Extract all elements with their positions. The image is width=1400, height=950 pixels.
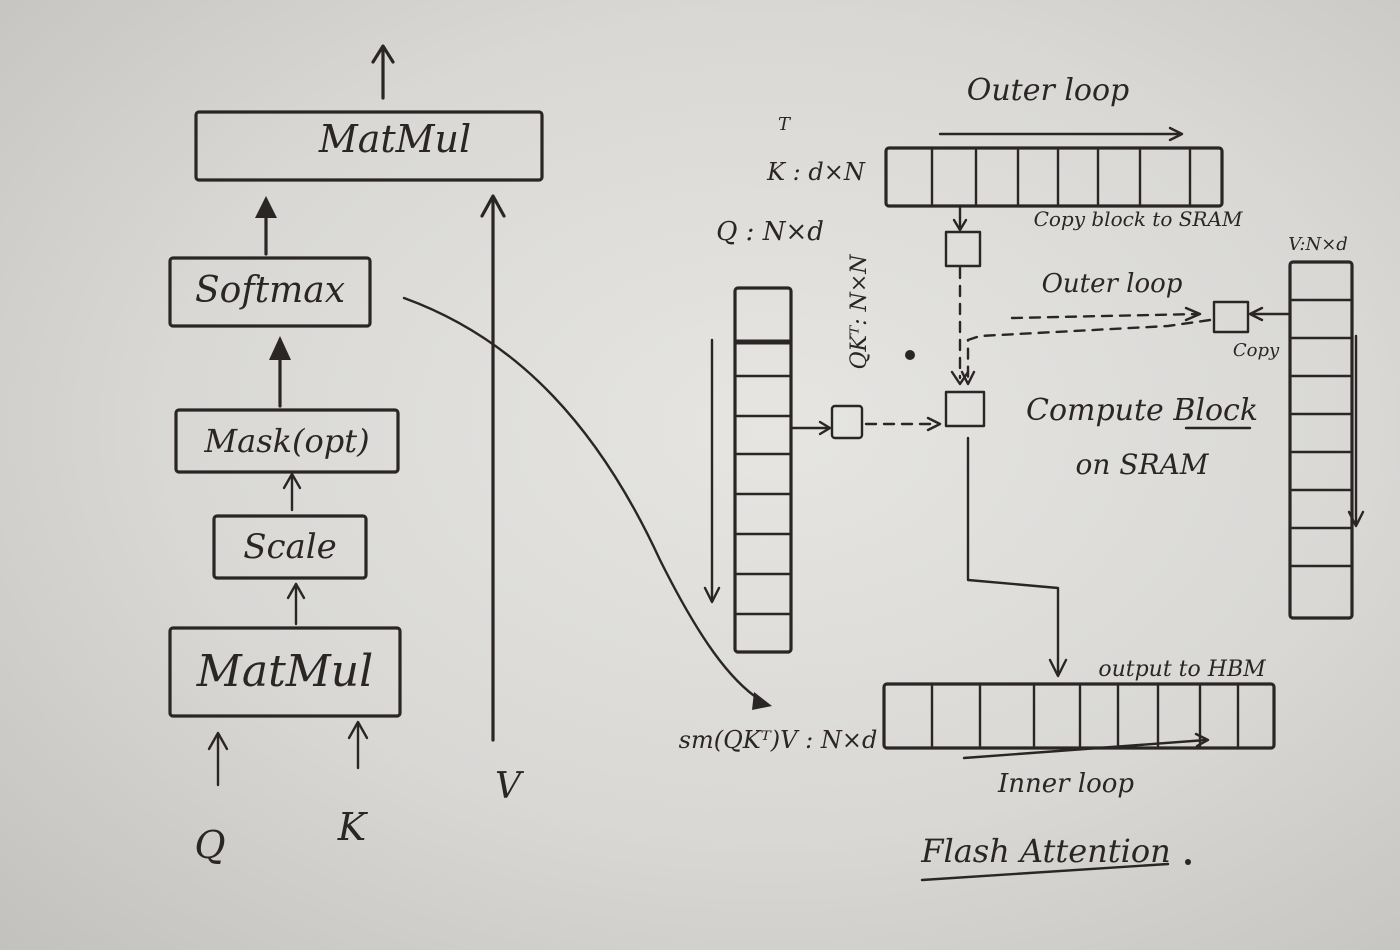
k-transpose-superscript: T: [778, 114, 792, 135]
softmax-to-output-arrow-head: [752, 692, 772, 710]
softmax-to-output-curve: [402, 296, 762, 702]
mask-box: [174, 408, 400, 474]
v-input-arrow-head: [480, 194, 506, 218]
flash-attention-diagram: Outer loop T K : d×N Copy block to SRAM …: [679, 73, 1365, 882]
q-strip: [733, 286, 793, 654]
sm-output-label: sm(QKᵀ)V : N×d: [679, 726, 878, 754]
outer-loop-top-label: Outer loop: [967, 73, 1130, 108]
output-arrow-head: [371, 44, 395, 64]
top-matmul-box: [194, 110, 544, 182]
kt-block: [944, 230, 982, 268]
k-input-label: K: [337, 805, 369, 849]
scale-to-mask-arrow-head: [282, 472, 302, 490]
v-copy-arrow-head: [1248, 306, 1264, 322]
scale-box: [212, 514, 368, 580]
kt-copy-arrow-head: [952, 218, 968, 232]
q-block: [830, 404, 864, 440]
k-transpose-cells: [930, 148, 1192, 206]
k-transpose-label: K : d×N: [766, 158, 866, 186]
compute-to-output-path: [966, 436, 1060, 674]
qkt-label: QKᵀ: N×N: [847, 254, 872, 370]
standard-attention-diagram: MatMul Softmax Mask(opt) Scale MatMul: [168, 44, 544, 867]
q-label: Q : N×d: [716, 217, 824, 247]
title-period: [1185, 859, 1191, 865]
k-input-arrow-head: [347, 720, 369, 740]
mask-to-softmax-arrow-head: [269, 336, 291, 360]
k-transpose-strip: [884, 146, 1224, 208]
inner-loop-arrow-head: [1194, 732, 1210, 748]
v-block-to-compute-dash: [966, 318, 1212, 380]
compute-label-line1: Compute Block: [1026, 393, 1258, 428]
v-block-to-compute-head: [960, 370, 976, 386]
top-matmul-label: MatMul: [318, 117, 471, 161]
v-block: [1212, 300, 1250, 334]
compute-label-line2: on SRAM: [1076, 448, 1210, 481]
compute-block: [944, 390, 986, 428]
v-label: V:N×d: [1288, 234, 1348, 255]
softmax-box: [168, 256, 372, 328]
q-inner-loop-arrow-head: [703, 586, 721, 604]
outer-loop-top-arrow-head: [1168, 126, 1184, 142]
q-input-label: Q: [194, 823, 225, 867]
v-loop-arrow-head: [1347, 510, 1365, 528]
v-strip: [1288, 260, 1354, 620]
softmax-label: Softmax: [195, 270, 345, 311]
v-strip-cells: [1290, 298, 1352, 568]
q-copy-arrow-head: [818, 420, 832, 436]
v-copy-label: Copy: [1233, 340, 1280, 361]
compute-to-output-head: [1048, 658, 1068, 678]
q-strip-cells: [735, 374, 791, 616]
mask-label: Mask(opt): [203, 422, 369, 460]
softmax-to-matmul-arrow-head: [255, 196, 277, 218]
matmul-to-scale-arrow-head: [286, 582, 306, 600]
title-underline: [920, 862, 1170, 882]
output-strip-cells: [930, 684, 1240, 748]
bottom-matmul-box: [168, 626, 402, 718]
outer-loop-mid-arrow-head: [1184, 306, 1202, 322]
output-to-hbm-label: output to HBM: [1098, 657, 1266, 682]
qkt-dot: [905, 350, 915, 360]
scale-label: Scale: [243, 527, 337, 567]
copy-block-label: Copy block to SRAM: [1034, 207, 1243, 231]
outer-loop-mid-arrow: [1010, 312, 1200, 320]
q-input-arrow-head: [207, 731, 229, 751]
inner-loop-label: Inner loop: [997, 769, 1134, 799]
inner-loop-arrow: [962, 738, 1208, 760]
flash-attention-title: Flash Attention: [920, 832, 1171, 870]
output-strip: [882, 682, 1276, 750]
q-block-to-compute-head: [926, 416, 942, 432]
v-input-label: V: [495, 766, 525, 807]
bottom-matmul-label: MatMul: [196, 646, 373, 697]
outer-loop-mid-label: Outer loop: [1042, 269, 1183, 299]
